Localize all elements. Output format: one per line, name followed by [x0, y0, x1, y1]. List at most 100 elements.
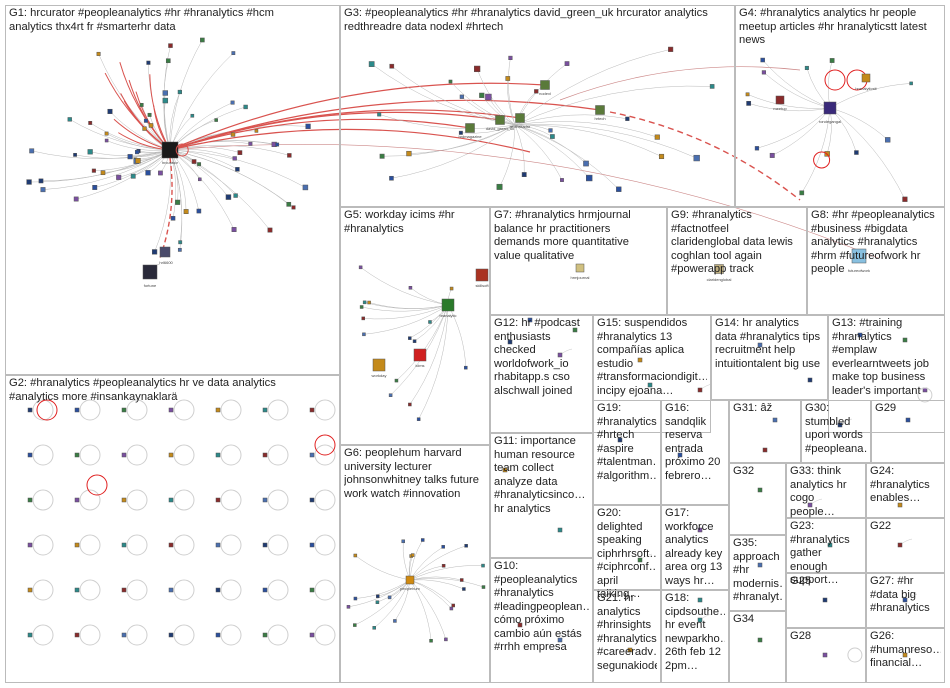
- self-loop: [314, 579, 336, 601]
- group-title: G23: #hranalytics gather enough support…: [790, 520, 850, 586]
- graph-node: [353, 623, 357, 627]
- graph-node: [564, 61, 570, 66]
- graph-node: [557, 352, 563, 358]
- self-loop: [314, 489, 336, 511]
- graph-edge: [31, 149, 171, 159]
- graph-node: [151, 249, 158, 255]
- group-cell-g10: G10: #peopleanalytics #hranalytics #lead…: [490, 558, 593, 683]
- graph-edge: [747, 94, 831, 109]
- graph-node: [215, 542, 221, 548]
- graph-node: [902, 652, 908, 658]
- group-title: G21: hr analytics #hrinsights #hranalyti…: [597, 592, 657, 672]
- graph-node: [502, 467, 508, 473]
- graph-edge: [169, 82, 546, 151]
- graph-node: [410, 553, 415, 557]
- self-loop: [173, 534, 195, 556]
- graph-node: [412, 339, 417, 343]
- group-title: G29: [875, 402, 897, 414]
- graph-node: [359, 305, 364, 309]
- graph-edge: [514, 124, 590, 179]
- group-cell-g14: G14: hr analytics data #hranalytics tips…: [711, 315, 828, 400]
- graph-node: [474, 65, 481, 73]
- graph-node: [73, 152, 77, 157]
- graph-node: [135, 158, 141, 164]
- self-loop: [79, 399, 101, 421]
- graph-node: [231, 227, 237, 232]
- graph-node: [248, 141, 253, 146]
- graph-node: [305, 123, 311, 129]
- graph-node: [262, 497, 268, 503]
- graph-node: [145, 170, 151, 176]
- graph-node: [165, 58, 171, 64]
- node-label: hrdmagazine: [458, 134, 482, 139]
- group-cell-g5: G5: workday icims #hr #hranalytics: [340, 207, 490, 445]
- graph-node: [27, 452, 33, 458]
- group-title: G35: approach #hr modernis… #hranalyt…: [733, 537, 782, 603]
- graph-node: [134, 149, 140, 155]
- graph-node: [262, 632, 268, 638]
- graph-node: [697, 597, 703, 603]
- self-loop: [314, 399, 336, 421]
- node-label: rondegangal: [819, 119, 841, 124]
- graph-node: [557, 527, 563, 533]
- graph-edge: [363, 304, 449, 335]
- graph-node: [170, 216, 176, 221]
- self-loop: [32, 579, 54, 601]
- node-label: futureofwork: [848, 268, 870, 273]
- self-loop: [314, 534, 336, 556]
- graph-node: [29, 148, 35, 154]
- graph-node: [74, 452, 80, 458]
- graph-node: [88, 121, 93, 125]
- node-label: hranalyticstt: [855, 86, 877, 91]
- group-cell-g35: G35: approach #hr modernis… #hranalyt…: [729, 535, 786, 611]
- graph-node: [237, 150, 243, 155]
- node-label: _hrl6600: [156, 260, 173, 265]
- node-g5_a: [372, 358, 386, 372]
- graph-node: [183, 209, 189, 214]
- group-cell-g27: G27: #hr #data big #hranalytics: [866, 573, 945, 628]
- self-loop: [32, 399, 54, 421]
- graph-edge: [42, 149, 171, 190]
- graph-node: [757, 342, 763, 348]
- group-cell-g31: G31: âž: [729, 400, 801, 463]
- graph-edge: [409, 565, 484, 581]
- graph-edge: [409, 579, 432, 641]
- graph-node: [143, 118, 148, 123]
- node-label: hrtech: [594, 116, 605, 121]
- graph-node: [697, 387, 703, 393]
- node-g4_a: [861, 73, 871, 83]
- graph-node: [142, 126, 147, 131]
- graph-node: [177, 247, 182, 252]
- graph-node: [100, 170, 106, 176]
- group-cell-g3: G3: #peopleanalytics #hr #hranalytics da…: [340, 5, 735, 207]
- graph-edge: [360, 267, 449, 306]
- graph-node: [107, 108, 113, 114]
- hub-node-g1c: [159, 246, 171, 258]
- graph-node: [534, 89, 539, 94]
- graph-edge: [514, 124, 619, 190]
- graph-node: [361, 316, 366, 321]
- graph-node: [26, 179, 32, 185]
- graph-node: [822, 652, 828, 658]
- self-loop: [173, 489, 195, 511]
- self-loop-large: [824, 69, 846, 91]
- graph-node: [377, 112, 382, 117]
- graph-node: [697, 617, 703, 623]
- node-g4_c: [823, 101, 837, 115]
- node-label: hranalytic: [439, 313, 456, 318]
- self-loop: [32, 534, 54, 556]
- graph-node: [658, 153, 665, 160]
- graph-node: [168, 407, 174, 413]
- graph-node: [121, 452, 127, 458]
- graph-node: [401, 539, 405, 544]
- self-loop: [220, 489, 242, 511]
- hub-node-hrcurator: [161, 141, 179, 159]
- self-loop: [220, 399, 242, 421]
- graph-node: [232, 156, 237, 161]
- graph-node: [444, 637, 448, 642]
- graph-node: [27, 542, 33, 548]
- graph-edge: [476, 68, 516, 126]
- group-cell-g16: G16: sandqlik reserva entrada próximo 20…: [661, 400, 729, 505]
- graph-node: [40, 187, 46, 193]
